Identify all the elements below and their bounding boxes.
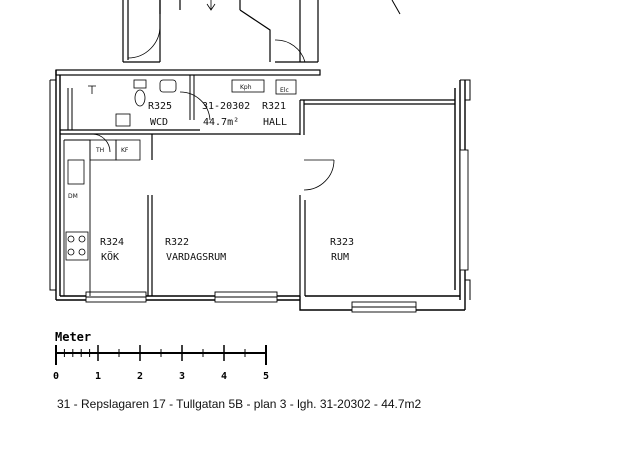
wall-kitchen-living [147,195,153,296]
elc-cabinet [275,79,297,95]
wall-rum-left [299,195,306,296]
scale-label-2: 2 [137,371,143,382]
wall-hall-left [189,75,195,120]
shower-symbol [88,85,96,94]
door-arc-kitchen [91,133,111,153]
scale-label-0: 0 [53,371,59,382]
toilet-fixture [134,89,146,107]
burner-icon [67,248,75,256]
stairwell-walls [122,0,161,63]
plan-caption: 31 - Repslagaren 17 - Tullgatan 5B - pla… [57,397,422,411]
burner-icon [78,235,86,243]
window-right [459,149,469,271]
kph-cabinet [231,79,265,93]
apartment-area: 44.7m² [203,117,239,128]
right-edge-detail [460,79,471,300]
stove [65,231,89,261]
window-living [214,291,278,303]
room-id-kok: R324 [100,237,124,248]
left-edge-detail [49,79,56,291]
window-rum [351,301,417,313]
outer-wall-top [55,69,321,76]
elc-label: Elc [280,87,289,94]
room-name-kok: KÖK [101,250,119,263]
scale-label-1: 1 [95,371,101,382]
room-id-wcd: R325 [148,101,172,112]
upper-door-arc [274,39,306,63]
wall-hall-rum [299,99,455,135]
stairwell-door-arc [127,25,161,59]
kf-cabinet [115,139,141,161]
scale-subticks [63,349,246,357]
room-id-hall: R321 [262,101,286,112]
window-kitchen [85,291,147,303]
door-arc-rum [303,159,335,191]
room-id-rum: R323 [330,237,354,248]
room-name-rum: RUM [331,252,349,263]
sink-kitchen [67,159,85,185]
door-arc-bath [179,91,211,121]
washer-fixture [115,113,131,127]
context-line [391,0,401,15]
scale-title: Meter [55,330,91,344]
scale-label-5: 5 [263,371,269,382]
burner-icon [67,235,75,243]
scale-label-3: 3 [179,371,185,382]
room-name-vardagsrum: VARDAGSRUM [166,252,226,263]
toilet-tank [133,79,147,89]
room-name-wcd: WCD [150,117,168,128]
dm-label: DM [68,193,78,200]
kph-label: Kph [240,84,252,91]
outer-wall-bottom [56,295,465,311]
outer-wall-left [55,70,61,300]
room-name-hall: HALL [263,117,287,128]
arrow-line [206,0,216,11]
kf-label: KF [121,147,129,154]
room-id-vardagsrum: R322 [165,237,189,248]
upper-corridor-walls [159,0,319,63]
apartment-id: 31-20302 [202,101,250,112]
wall-bath-left [67,88,73,130]
scale-label-4: 4 [221,371,227,382]
wall-bath-bottom [60,129,200,160]
burner-icon [78,248,86,256]
sink-fixture [159,79,177,93]
th-label: TH [95,147,104,154]
